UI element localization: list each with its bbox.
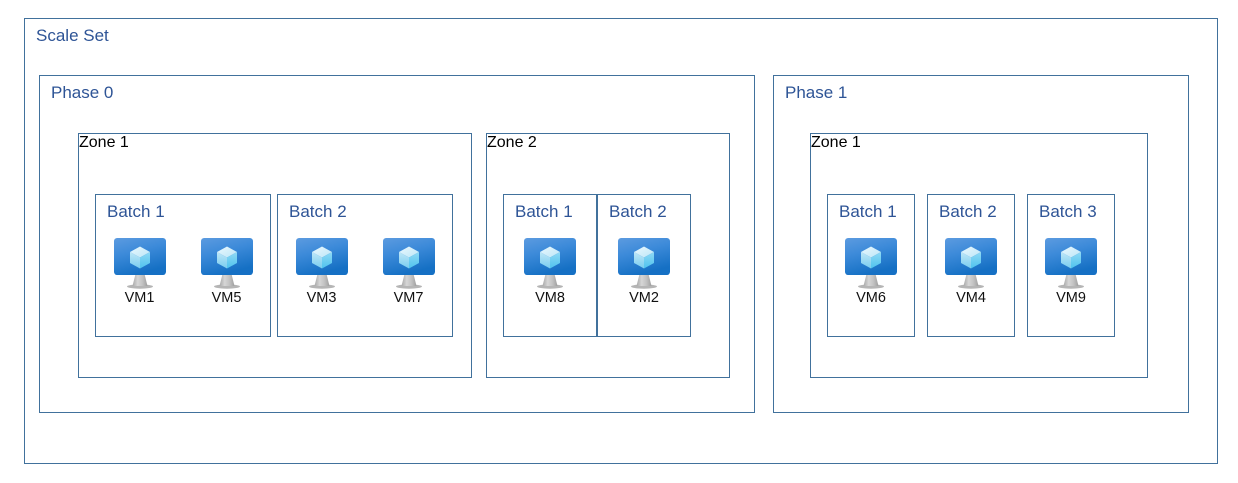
batch-label-phase1-zone1-batch3: Batch 3 xyxy=(1039,202,1097,221)
vm-row: VM6 xyxy=(828,237,914,307)
vm-label: VM2 xyxy=(629,290,659,306)
virtual-machine-icon xyxy=(1044,237,1098,289)
virtual-machine-icon xyxy=(523,237,577,289)
phase-label-1: Phase 1 xyxy=(785,83,848,102)
virtual-machine-icon xyxy=(295,237,349,289)
vm-label: VM3 xyxy=(306,290,337,306)
phase-label-0: Phase 0 xyxy=(51,83,114,102)
phase-container-1[interactable]: Phase 1 Zone 1 Batch 1 VM6 xyxy=(773,75,1189,413)
vm-item[interactable]: VM1 xyxy=(109,237,171,307)
vm-item[interactable]: VM7 xyxy=(378,237,440,307)
vm-item[interactable]: VM6 xyxy=(840,237,902,307)
zone-label-phase1-zone1: Zone 1 xyxy=(811,134,861,151)
batch-container-phase1-zone1-batch1[interactable]: Batch 1 VM6 xyxy=(827,194,915,337)
batch-container-phase1-zone1-batch3[interactable]: Batch 3 VM9 xyxy=(1027,194,1115,337)
zone-label-phase0-zone1: Zone 1 xyxy=(79,134,129,151)
vm-row: VM2 xyxy=(598,237,690,307)
zone-container-phase0-zone2[interactable]: Zone 2 Batch 1 VM8 Batch 2 xyxy=(486,133,730,378)
batch-label-phase0-zone2-batch1: Batch 1 xyxy=(515,202,573,221)
vm-row: VM4 xyxy=(928,237,1014,307)
batch-container-phase0-zone1-batch2[interactable]: Batch 2 VM3 VM7 xyxy=(277,194,453,337)
batch-container-phase0-zone2-batch1[interactable]: Batch 1 VM8 xyxy=(503,194,597,337)
virtual-machine-icon xyxy=(944,237,998,289)
phase-container-0[interactable]: Phase 0 Zone 1 Batch 1 VM1 xyxy=(39,75,755,413)
virtual-machine-icon xyxy=(382,237,436,289)
scale-set-label: Scale Set xyxy=(36,26,109,45)
vm-label: VM8 xyxy=(535,290,565,306)
vm-item[interactable]: VM2 xyxy=(613,237,675,307)
batch-container-phase1-zone1-batch2[interactable]: Batch 2 VM4 xyxy=(927,194,1015,337)
vm-item[interactable]: VM5 xyxy=(196,237,258,307)
batch-label-phase0-zone2-batch2: Batch 2 xyxy=(609,202,667,221)
vm-item[interactable]: VM3 xyxy=(291,237,353,307)
vm-label: VM4 xyxy=(956,290,986,306)
virtual-machine-icon xyxy=(617,237,671,289)
vm-item[interactable]: VM9 xyxy=(1040,237,1102,307)
virtual-machine-icon xyxy=(200,237,254,289)
vm-item[interactable]: VM4 xyxy=(940,237,1002,307)
batch-label-phase1-zone1-batch2: Batch 2 xyxy=(939,202,997,221)
batch-label-phase0-zone1-batch2: Batch 2 xyxy=(289,202,347,221)
scale-set-container[interactable]: Scale Set Phase 0 Zone 1 Batch 1 VM1 xyxy=(24,18,1218,464)
virtual-machine-icon xyxy=(113,237,167,289)
zone-container-phase1-zone1[interactable]: Zone 1 Batch 1 VM6 Batch 2 xyxy=(810,133,1148,378)
batch-container-phase0-zone2-batch2[interactable]: Batch 2 VM2 xyxy=(597,194,691,337)
batch-label-phase1-zone1-batch1: Batch 1 xyxy=(839,202,897,221)
vm-label: VM9 xyxy=(1056,290,1086,306)
vm-label: VM7 xyxy=(393,290,424,306)
vm-label: VM5 xyxy=(211,290,242,306)
virtual-machine-icon xyxy=(844,237,898,289)
vm-row: VM1 VM5 xyxy=(96,237,270,307)
zone-container-phase0-zone1[interactable]: Zone 1 Batch 1 VM1 xyxy=(78,133,472,378)
vm-row: VM3 VM7 xyxy=(278,237,452,307)
vm-label: VM1 xyxy=(124,290,155,306)
vm-row: VM8 xyxy=(504,237,596,307)
vm-item[interactable]: VM8 xyxy=(519,237,581,307)
vm-label: VM6 xyxy=(856,290,886,306)
batch-container-phase0-zone1-batch1[interactable]: Batch 1 VM1 VM5 xyxy=(95,194,271,337)
zone-label-phase0-zone2: Zone 2 xyxy=(487,134,537,151)
batch-label-phase0-zone1-batch1: Batch 1 xyxy=(107,202,165,221)
vm-row: VM9 xyxy=(1028,237,1114,307)
